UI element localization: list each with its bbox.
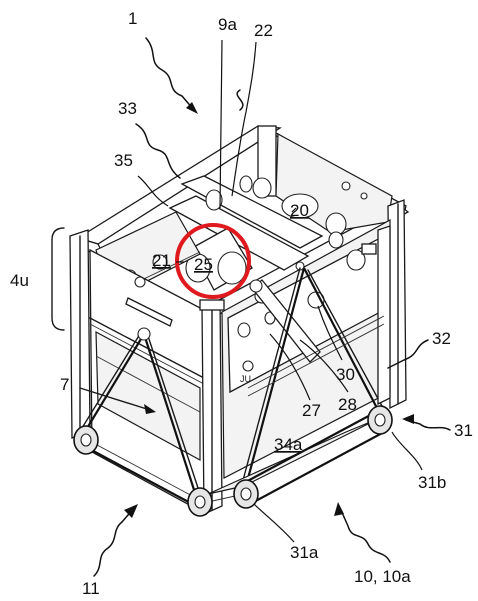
label-21: 21 — [152, 251, 171, 270]
label-35: 35 — [114, 151, 133, 170]
label-1: 1 — [128, 9, 137, 28]
label-31: 31 — [454, 421, 473, 440]
label-20: 20 — [290, 201, 309, 220]
label-11: 11 — [82, 579, 100, 598]
wheels — [73, 405, 393, 517]
label-10-10a: 10, 10a — [354, 567, 411, 586]
label-33: 33 — [118, 99, 137, 118]
label-27: 27 — [302, 401, 321, 420]
label-4u: 4u — [10, 271, 29, 290]
highlight-circle — [175, 223, 251, 299]
right-side-panel: JU — [221, 199, 407, 487]
label-25: 25 — [194, 255, 213, 274]
left-side-panel — [69, 229, 207, 516]
label-28: 28 — [338, 395, 357, 414]
label-30: 30 — [336, 365, 355, 384]
label-7: 7 — [60, 375, 69, 394]
label-32: 32 — [432, 329, 451, 348]
reference-labels: 1 9a 22 33 35 20 4u 21 25 7 32 30 27 28 … — [10, 9, 473, 598]
bottom-belt — [207, 411, 385, 505]
label-9a: 9a — [218, 15, 237, 34]
front-corner-post — [199, 299, 225, 515]
label-31b: 31b — [418, 473, 446, 492]
label-34a: 34a — [274, 435, 303, 454]
svg-text:JU: JU — [240, 374, 251, 384]
bracket-4u — [51, 227, 65, 331]
interior — [95, 133, 393, 301]
label-22: 22 — [254, 21, 273, 40]
leader-lines — [93, 37, 451, 577]
label-31a: 31a — [290, 543, 319, 562]
